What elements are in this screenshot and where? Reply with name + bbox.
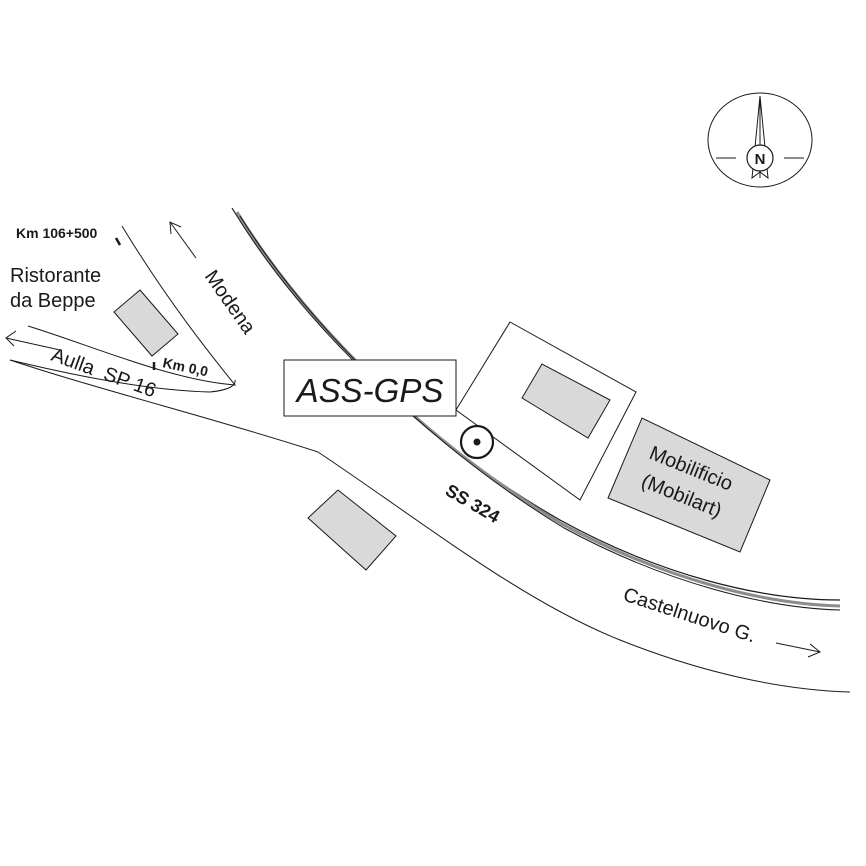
km-106-500-label: Km 106+500 [16, 225, 98, 241]
title-box [283, 359, 457, 417]
castelnuovo-arrow [775, 642, 821, 658]
building-ristorante [113, 289, 179, 357]
building-in-plot [521, 363, 611, 439]
main-road [9, 359, 851, 693]
building-south [307, 489, 397, 571]
building-mobilificio [607, 417, 771, 553]
ristorante-label-line1: Ristorante [10, 265, 101, 287]
aulla-arrow [5, 330, 61, 351]
map-title: ASS-GPS [295, 372, 444, 409]
aulla-sp16-label: Aulla SP 16 [48, 344, 159, 402]
north-arrow: N [707, 92, 813, 188]
railway-line [231, 207, 841, 611]
km-106-500-tick [114, 237, 122, 246]
junction-loop [9, 359, 236, 393]
gps-point-marker [459, 424, 495, 460]
modena-arrow [169, 221, 197, 259]
north-label: N [755, 151, 766, 168]
ristorante-label-line2: da Beppe [10, 290, 96, 312]
ss324-label: SS 324 [442, 480, 503, 527]
sp16-upper-edge [27, 225, 237, 386]
modena-label: Modena [200, 266, 260, 339]
km-0-0-label: Km 0,0 [161, 354, 209, 379]
